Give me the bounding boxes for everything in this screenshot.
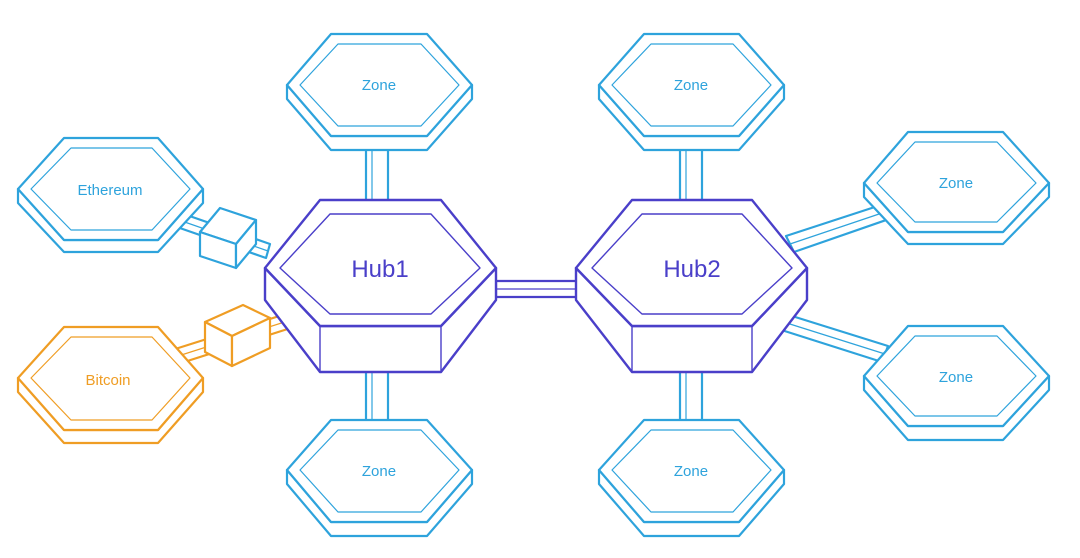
zone-hub2-top: Zone (597, 32, 786, 152)
bitcoin-peg-zone-cube (203, 303, 272, 368)
ethereum-peg-zone-cube (198, 206, 258, 270)
link-hub1-hub2 (486, 279, 588, 299)
zone-hub2-right-bottom: Zone (862, 324, 1051, 442)
zone-hub2-right-top-label: Zone (939, 175, 973, 192)
zone-ethereum-label: Ethereum (77, 182, 142, 199)
zone-hub2-right-bottom-label: Zone (939, 369, 973, 386)
hub1-label: Hub1 (351, 256, 408, 283)
zone-hub1-bottom: Zone (285, 418, 474, 538)
zone-hub1-top-label: Zone (362, 77, 396, 94)
hub2-label: Hub2 (663, 256, 720, 283)
zone-hub2-bottom-label: Zone (674, 463, 708, 480)
zone-hub2-right-top: Zone (862, 130, 1051, 246)
zone-bitcoin-label: Bitcoin (85, 372, 130, 389)
zone-ethereum: Ethereum (16, 136, 205, 254)
zone-hub2-top-label: Zone (674, 77, 708, 94)
zone-hub1-bottom-label: Zone (362, 463, 396, 480)
hub2: Hub2 (574, 198, 809, 374)
zone-hub2-bottom: Zone (597, 418, 786, 538)
hub1: Hub1 (263, 198, 498, 374)
zone-hub1-top: Zone (285, 32, 474, 152)
zone-bitcoin: Bitcoin (16, 325, 205, 445)
